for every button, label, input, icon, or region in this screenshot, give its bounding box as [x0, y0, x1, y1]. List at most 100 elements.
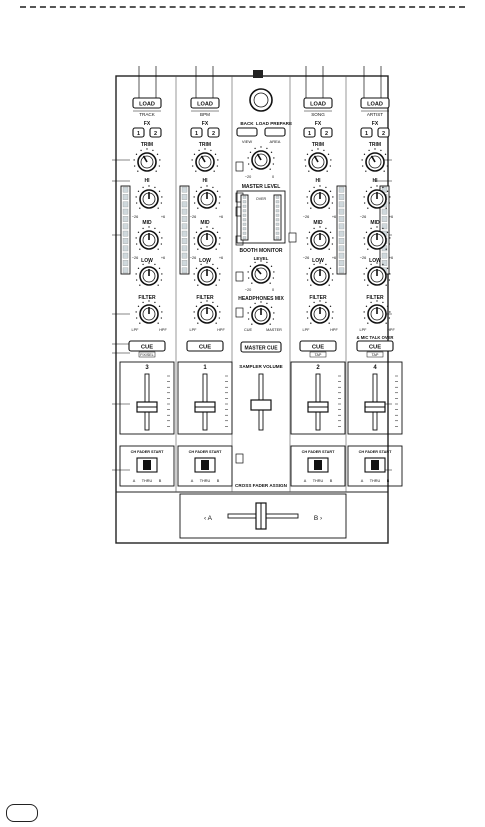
- load-button-frame[interactable]: [132, 97, 162, 109]
- eq-low-knob[interactable]: [135, 262, 163, 286]
- eq-low-knob[interactable]: [363, 262, 391, 286]
- eq-scale-min: −26: [303, 215, 309, 219]
- filter-knob[interactable]: [193, 300, 221, 324]
- fx2-button-frame[interactable]: [149, 127, 162, 138]
- fx2-button[interactable]: 2: [377, 127, 390, 138]
- fx-title: FX: [144, 121, 151, 127]
- eq-mid-knob[interactable]: [306, 226, 334, 250]
- booth-knob-max: 0: [272, 288, 274, 292]
- cue-button[interactable]: CUE: [299, 340, 337, 352]
- rotary-encoder-icon[interactable]: [249, 88, 273, 112]
- fx1-button[interactable]: 1: [132, 127, 145, 138]
- fx1-button-frame[interactable]: [360, 127, 373, 138]
- trim-knob[interactable]: [191, 148, 219, 172]
- knob-tick: [385, 248, 387, 250]
- trim-knob[interactable]: [133, 148, 161, 172]
- back-button-frame[interactable]: [236, 127, 258, 137]
- knob-tick: [216, 305, 219, 308]
- crossfader-assign-switch[interactable]: [136, 457, 158, 473]
- knob-tick: [330, 159, 332, 161]
- cue-button-frame[interactable]: [186, 340, 224, 352]
- crossfader-assign-switch[interactable]: [307, 457, 329, 473]
- fx2-button-frame[interactable]: [320, 127, 333, 138]
- master-cue-button-frame[interactable]: [240, 341, 282, 353]
- fx1-button[interactable]: 1: [190, 127, 203, 138]
- eq-low-knob[interactable]: [306, 262, 334, 286]
- fx1-button[interactable]: 1: [303, 127, 316, 138]
- load-button-frame[interactable]: [360, 97, 390, 109]
- master-level-knob[interactable]: [247, 146, 275, 170]
- eq-low-knob[interactable]: [193, 262, 221, 286]
- knob-tick: [212, 227, 214, 230]
- fx2-button[interactable]: 2: [207, 127, 220, 138]
- load-button-frame[interactable]: [190, 97, 220, 109]
- knob-tick: [306, 153, 309, 156]
- browse-encoder[interactable]: [249, 88, 273, 112]
- fx2-button[interactable]: 2: [320, 127, 333, 138]
- fx2-button[interactable]: 2: [149, 127, 162, 138]
- crossfader[interactable]: [255, 502, 267, 530]
- hp-master-label: MASTER: [266, 328, 282, 332]
- filter-knob[interactable]: [306, 300, 334, 324]
- headphones-mix-knob[interactable]: [247, 301, 275, 325]
- knob-tick: [327, 153, 330, 156]
- eq-mid-knob[interactable]: [193, 226, 221, 250]
- channel-fader[interactable]: [194, 401, 216, 413]
- cue-button-frame[interactable]: [356, 340, 394, 352]
- eq-hi-knob[interactable]: [363, 185, 391, 209]
- eq-mid-knob[interactable]: [363, 226, 391, 250]
- cue-button[interactable]: CUE: [186, 340, 224, 352]
- filter-knob[interactable]: [363, 300, 391, 324]
- meter-segment: [181, 245, 188, 252]
- eq-hi-knob[interactable]: [306, 185, 334, 209]
- eq-hi-knob[interactable]: [193, 185, 221, 209]
- meter-segment: [275, 218, 280, 222]
- knob-tick: [193, 317, 196, 319]
- assign-switch-knob: [143, 460, 151, 470]
- crossfader-assign-switch[interactable]: [194, 457, 216, 473]
- meter-segment: [381, 252, 388, 259]
- channel-fader[interactable]: [364, 401, 386, 413]
- back-button[interactable]: [236, 127, 258, 137]
- fx2-button-frame[interactable]: [207, 127, 220, 138]
- cue-button[interactable]: CUE: [128, 340, 166, 352]
- crossfader-assign-switch[interactable]: [364, 457, 386, 473]
- load-button[interactable]: LOAD: [190, 97, 220, 109]
- eq-hi-knob[interactable]: [135, 185, 163, 209]
- fx1-button-frame[interactable]: [132, 127, 145, 138]
- channel-fader[interactable]: [307, 401, 329, 413]
- trim-knob[interactable]: [361, 148, 389, 172]
- fx2-button-frame[interactable]: [377, 127, 390, 138]
- load-button-frame[interactable]: [303, 97, 333, 109]
- knob-tick: [218, 317, 221, 319]
- back-label: BACK: [240, 121, 254, 126]
- knob-tick: [247, 163, 250, 165]
- knob-tick: [158, 165, 161, 167]
- trim-knob[interactable]: [304, 148, 332, 172]
- knob-tick: [380, 149, 382, 152]
- load-secondary-label: ARTIST: [367, 112, 383, 117]
- channel-fader[interactable]: [136, 401, 158, 413]
- load-prepare-button[interactable]: [264, 127, 286, 137]
- cue-sub-frame: [309, 351, 327, 358]
- eq-mid-knob[interactable]: [135, 226, 163, 250]
- meter-segment: [381, 223, 388, 230]
- booth-monitor-knob[interactable]: [247, 260, 275, 284]
- load-prepare-button-frame[interactable]: [264, 127, 286, 137]
- master-cue-button[interactable]: MASTER CUE: [240, 341, 282, 353]
- sampler-volume-fader[interactable]: [250, 399, 272, 411]
- cue-button-frame[interactable]: [128, 340, 166, 352]
- load-button[interactable]: LOAD: [132, 97, 162, 109]
- knob-tick: [365, 231, 368, 234]
- fx1-button-frame[interactable]: [190, 127, 203, 138]
- cue-button-frame[interactable]: [299, 340, 337, 352]
- load-button[interactable]: LOAD: [303, 97, 333, 109]
- knob-tick: [154, 186, 156, 189]
- sampler-fader-cap[interactable]: [250, 399, 272, 411]
- cue-button[interactable]: CUE: [356, 340, 394, 352]
- filter-knob[interactable]: [135, 300, 163, 324]
- knob-tick: [365, 305, 368, 308]
- fx1-button[interactable]: 1: [360, 127, 373, 138]
- fx1-button-frame[interactable]: [303, 127, 316, 138]
- load-button[interactable]: LOAD: [360, 97, 390, 109]
